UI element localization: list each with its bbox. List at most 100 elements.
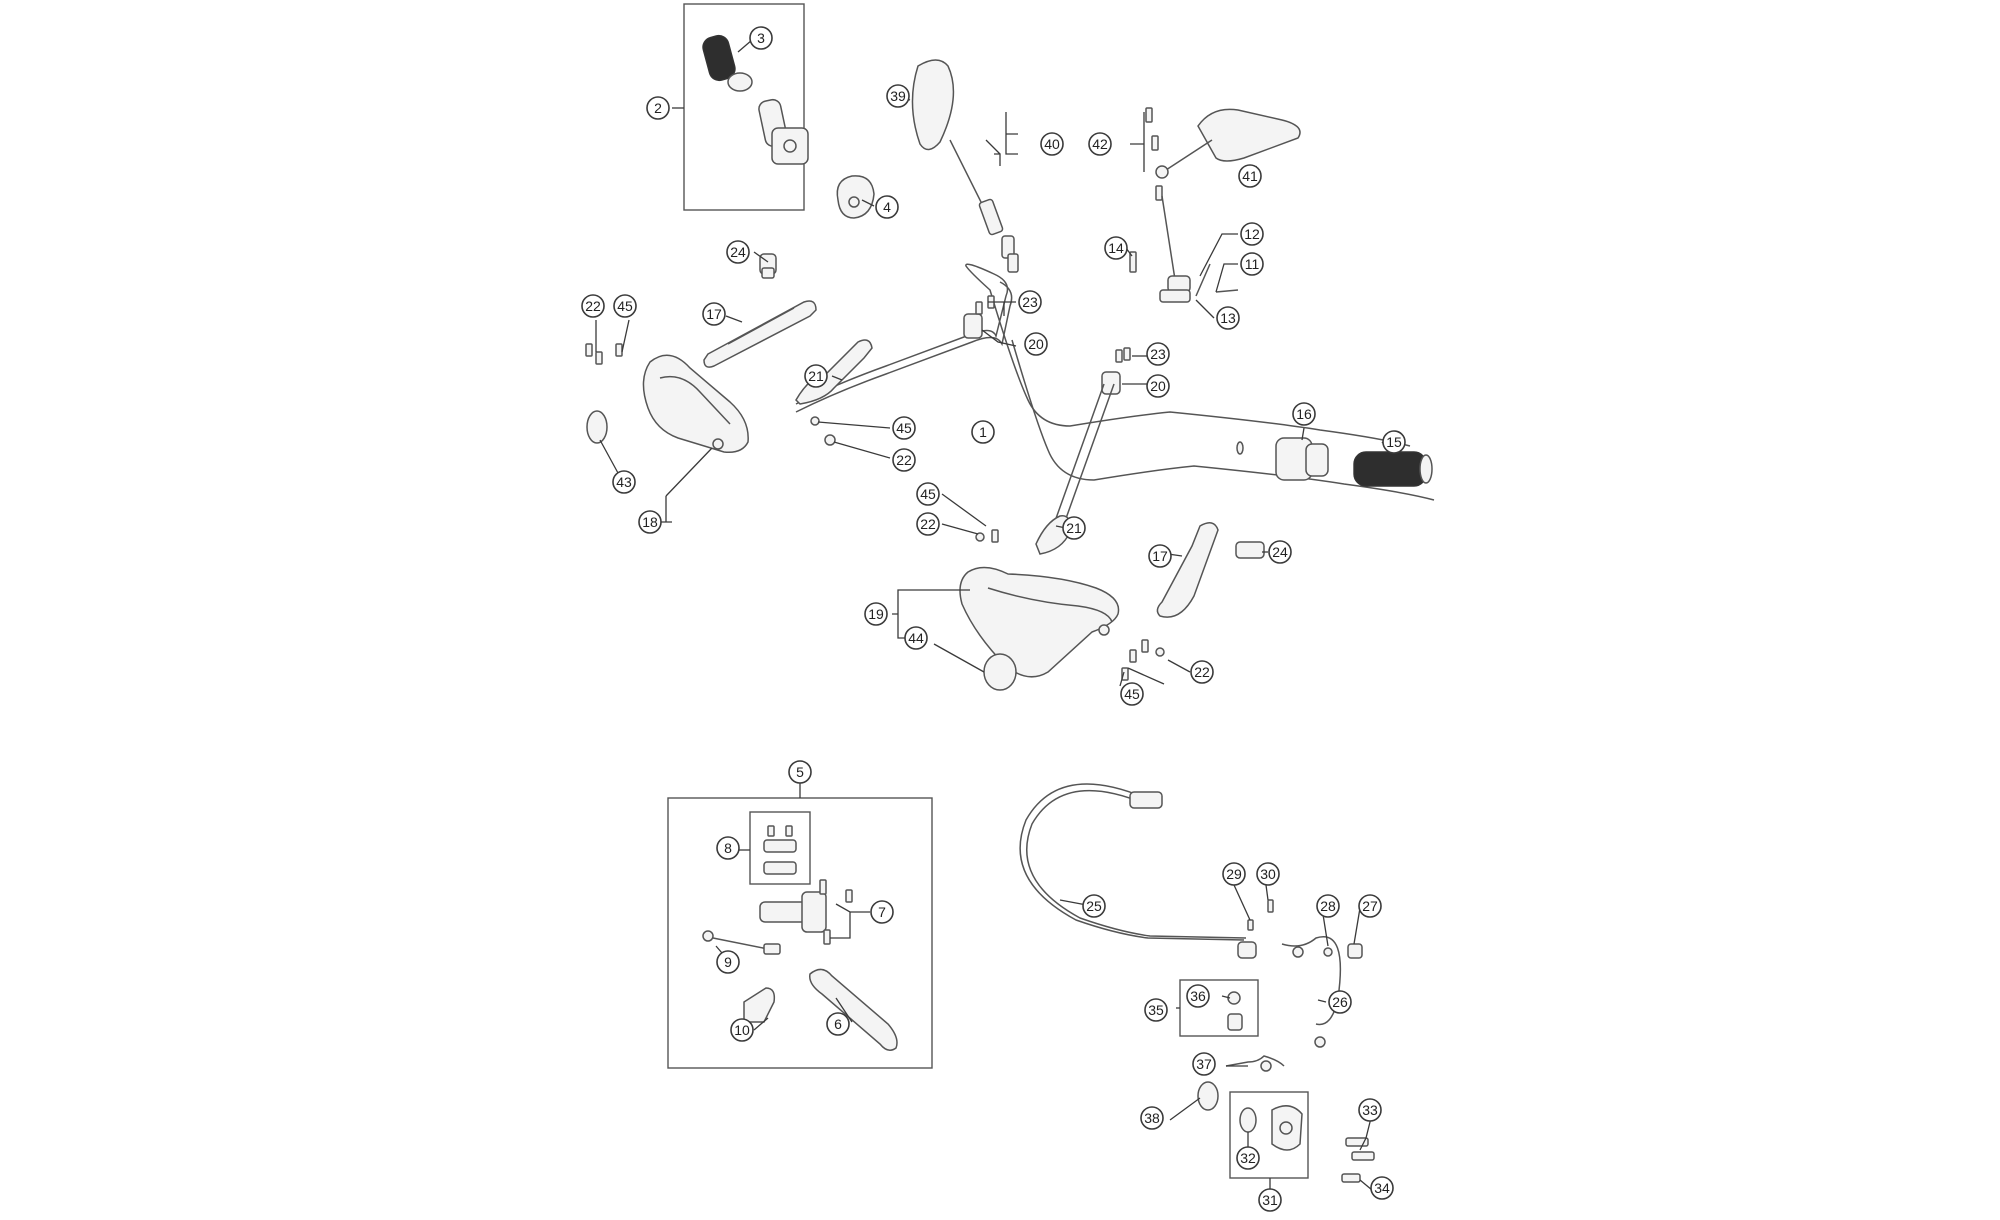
svg-text:23: 23 [1150,346,1166,362]
svg-text:11: 11 [1245,256,1260,272]
ring-right-part [983,653,1017,691]
svg-text:39: 39 [890,88,906,104]
callout-12[interactable]: 12 [1240,222,1264,246]
callout-2[interactable]: 2 [646,96,670,120]
svg-text:9: 9 [724,954,732,970]
svg-text:17: 17 [1152,548,1168,564]
callout-1[interactable]: 1 [971,420,995,444]
callout-34[interactable]: 34 [1370,1176,1394,1200]
callout-11[interactable]: 11 [1240,252,1264,276]
callout-28[interactable]: 28 [1316,894,1340,918]
slave-parts-part [1225,991,1285,1072]
callout-6[interactable]: 6 [826,1012,850,1036]
callout-8[interactable]: 8 [716,836,740,860]
svg-text:3: 3 [757,30,765,46]
clutch-hose-part [1019,783,1342,1048]
bar-end-weight-right-part [1235,541,1265,559]
svg-text:36: 36 [1190,988,1206,1004]
handguard-right-part [959,566,1120,678]
svg-text:22: 22 [920,516,936,532]
callout-38[interactable]: 38 [1140,1106,1164,1130]
seal-ring-part [1197,1081,1219,1111]
lever-guard-left-part [703,300,817,368]
callout-45-center[interactable]: 45 [892,416,916,440]
callout-21-left[interactable]: 21 [804,364,828,388]
mirror-bolts-part [1145,107,1177,287]
callout-3[interactable]: 3 [749,26,773,50]
lever-guard-right-part [1156,522,1219,618]
callout-40[interactable]: 40 [1040,132,1064,156]
svg-text:32: 32 [1240,1150,1256,1166]
callout-35[interactable]: 35 [1144,998,1168,1022]
svg-text:26: 26 [1332,994,1348,1010]
svg-text:5: 5 [796,764,804,780]
callout-20-left[interactable]: 20 [1024,332,1048,356]
svg-text:22: 22 [896,452,912,468]
callout-26[interactable]: 26 [1328,990,1352,1014]
callout-44[interactable]: 44 [904,626,928,650]
callout-29[interactable]: 29 [1222,862,1246,886]
master-cylinder-part [759,879,853,945]
svg-text:25: 25 [1086,898,1102,914]
callout-22-middle[interactable]: 22 [916,512,940,536]
callout-18[interactable]: 18 [638,510,662,534]
callout-24-left[interactable]: 24 [726,240,750,264]
callout-4[interactable]: 4 [875,195,899,219]
callout-42[interactable]: 42 [1088,132,1112,156]
callout-41[interactable]: 41 [1238,164,1262,188]
callout-24-right[interactable]: 24 [1268,540,1292,564]
banjo-fittings-part [1237,899,1363,959]
callout-7[interactable]: 7 [870,900,894,924]
svg-text:16: 16 [1296,406,1312,422]
grip-right-part [1353,451,1433,487]
callout-33[interactable]: 33 [1358,1098,1382,1122]
callout-10[interactable]: 10 [730,1018,754,1042]
callout-43[interactable]: 43 [612,470,636,494]
callout-36[interactable]: 36 [1186,984,1210,1008]
callout-19[interactable]: 19 [864,602,888,626]
callout-21-right[interactable]: 21 [1062,516,1086,540]
svg-text:19: 19 [868,606,884,622]
callout-17-right[interactable]: 17 [1148,544,1172,568]
callout-22-top-left[interactable]: 22 [581,294,605,318]
svg-text:8: 8 [724,840,732,856]
callout-23-right[interactable]: 23 [1146,342,1170,366]
throttle-tube-part [758,98,809,165]
callout-32[interactable]: 32 [1236,1146,1260,1170]
callout-25[interactable]: 25 [1082,894,1106,918]
callout-20-right[interactable]: 20 [1146,374,1170,398]
callout-23-left[interactable]: 23 [1018,290,1042,314]
callout-17-left[interactable]: 17 [702,302,726,326]
svg-text:28: 28 [1320,898,1336,914]
callout-13[interactable]: 13 [1216,306,1240,330]
svg-text:31: 31 [1262,1192,1278,1208]
callout-31[interactable]: 31 [1258,1188,1282,1212]
caliper-part [1239,1105,1303,1151]
callout-15[interactable]: 15 [1382,430,1406,454]
callout-27[interactable]: 27 [1358,894,1382,918]
handlebar-clamp-part [963,313,1121,395]
caliper-kit-box [1229,1091,1309,1179]
callout-45-bottom-right[interactable]: 45 [1120,682,1144,706]
callout-30[interactable]: 30 [1256,862,1280,886]
svg-text:4: 4 [883,199,891,215]
callout-22-bottom-right[interactable]: 22 [1190,660,1214,684]
svg-text:24: 24 [730,244,746,260]
callout-45-middle[interactable]: 45 [916,482,940,506]
callout-22-center[interactable]: 22 [892,448,916,472]
callout-5[interactable]: 5 [788,760,812,784]
svg-text:30: 30 [1260,866,1276,882]
svg-text:38: 38 [1144,1110,1160,1126]
callout-37[interactable]: 37 [1192,1052,1216,1076]
callout-14[interactable]: 14 [1104,236,1128,260]
svg-text:45: 45 [896,420,912,436]
svg-text:15: 15 [1386,434,1402,450]
callout-39[interactable]: 39 [886,84,910,108]
callout-45-top-left[interactable]: 45 [613,294,637,318]
callout-16[interactable]: 16 [1292,402,1316,426]
callout-9[interactable]: 9 [716,950,740,974]
handguard-left-part [642,354,749,454]
clutch-lever-part [809,968,898,1051]
svg-text:20: 20 [1028,336,1044,352]
